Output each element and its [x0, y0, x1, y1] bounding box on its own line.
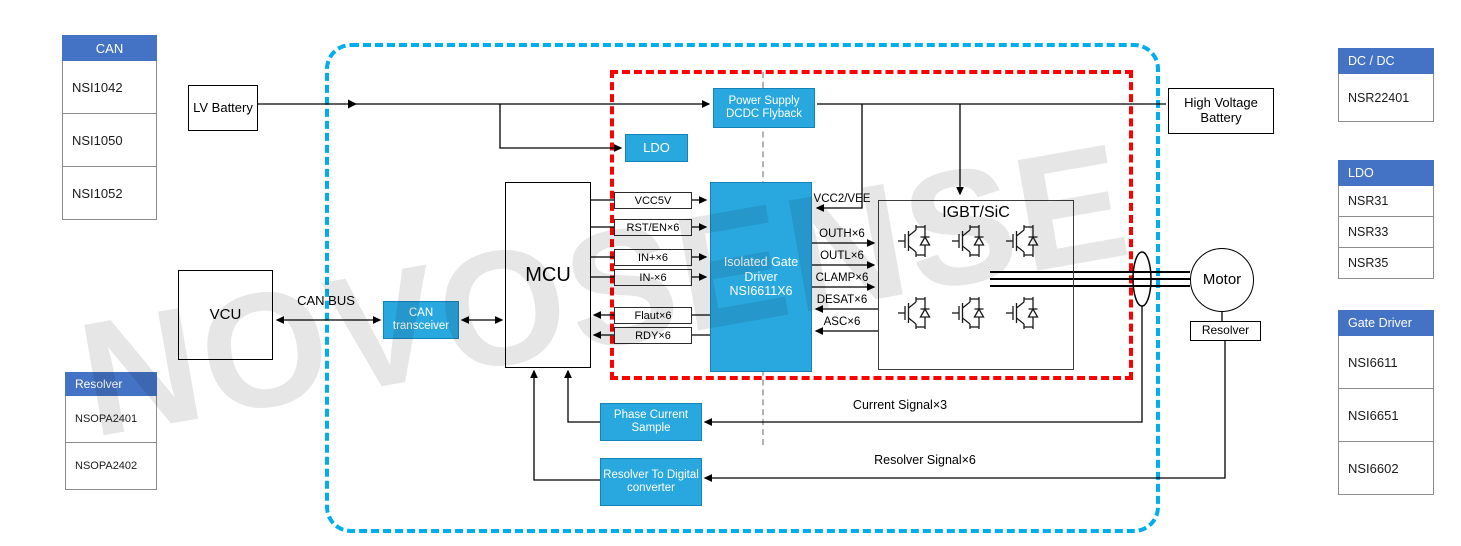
signal-box-in-minus: IN-×6	[614, 269, 692, 286]
signal-box-rdy: RDY×6	[614, 327, 692, 344]
table-row: NSI6611	[1338, 336, 1434, 389]
power-supply-block: Power Supply DCDC Flyback	[713, 88, 815, 128]
dcdc-parts-table: DC / DC NSR22401	[1338, 48, 1434, 122]
table-row: NSI1052	[62, 167, 157, 220]
table-row: NSI6602	[1338, 442, 1434, 495]
resolver-tag-block: Resolver	[1190, 321, 1261, 341]
can-bus-label: CAN BUS	[297, 293, 355, 308]
mcu-block: MCU	[505, 182, 591, 368]
hv-battery-block: High Voltage Battery	[1168, 88, 1274, 134]
igbt-sic-block: IGBT/SiC	[878, 200, 1074, 370]
signal-label-outh: OUTH×6	[819, 228, 865, 240]
table-row: NSR35	[1338, 248, 1434, 279]
signal-box-rst-en: RST/EN×6	[614, 219, 692, 236]
table-row: NSR31	[1338, 186, 1434, 217]
table-row: NSR33	[1338, 217, 1434, 248]
motor-block: Motor	[1190, 248, 1254, 312]
ldo-parts-table: LDO NSR31 NSR33 NSR35	[1338, 160, 1434, 279]
signal-box-vcc5v: VCC5V	[614, 192, 692, 209]
dcdc-table-header: DC / DC	[1338, 48, 1434, 74]
current-signal-label: Current Signal×3	[852, 398, 948, 412]
table-row: NSI1050	[62, 114, 157, 167]
lv-battery-block: LV Battery	[188, 85, 258, 131]
resolver-signal-label: Resolver Signal×6	[874, 453, 976, 467]
vcu-block: VCU	[178, 270, 273, 360]
table-row: NSR22401	[1338, 74, 1434, 122]
isolated-gate-driver-block: Isolated Gate Driver NSI6611X6	[710, 182, 812, 372]
signal-box-fault: Flaut×6	[614, 307, 692, 324]
can-transceiver-block: CAN transceiver	[383, 301, 459, 339]
signal-label-outl: OUTL×6	[820, 250, 864, 262]
signal-label-vcc2-vee: VCC2/VEE	[813, 193, 871, 205]
table-row: NSOPA2402	[65, 443, 157, 490]
three-phase-lines	[990, 271, 1190, 287]
signal-label-asc: ASC×6	[823, 316, 861, 328]
gate-driver-table-header: Gate Driver	[1338, 310, 1434, 336]
table-row: NSOPA2401	[65, 396, 157, 443]
phase-current-sample-block: Phase Current Sample	[600, 403, 702, 441]
ldo-block: LDO	[625, 134, 688, 162]
can-parts-table: CAN NSI1042 NSI1050 NSI1052	[62, 35, 157, 220]
can-table-header: CAN	[62, 35, 157, 61]
resolver-table-header: Resolver	[65, 372, 157, 396]
signal-label-desat: DESAT×6	[816, 294, 868, 306]
signal-box-in-plus: IN+×6	[614, 249, 692, 266]
resolver-parts-table: Resolver NSOPA2401 NSOPA2402	[65, 372, 157, 490]
ldo-table-header: LDO	[1338, 160, 1434, 186]
gate-driver-parts-table: Gate Driver NSI6611 NSI6651 NSI6602	[1338, 310, 1434, 495]
signal-label-clamp: CLAMP×6	[815, 272, 869, 284]
table-row: NSI6651	[1338, 389, 1434, 442]
igbt-sic-title: IGBT/SiC	[942, 204, 1010, 221]
resolver-to-digital-block: Resolver To Digital converter	[600, 458, 702, 506]
current-sensor-ellipse	[1132, 251, 1152, 307]
table-row: NSI1042	[62, 61, 157, 114]
